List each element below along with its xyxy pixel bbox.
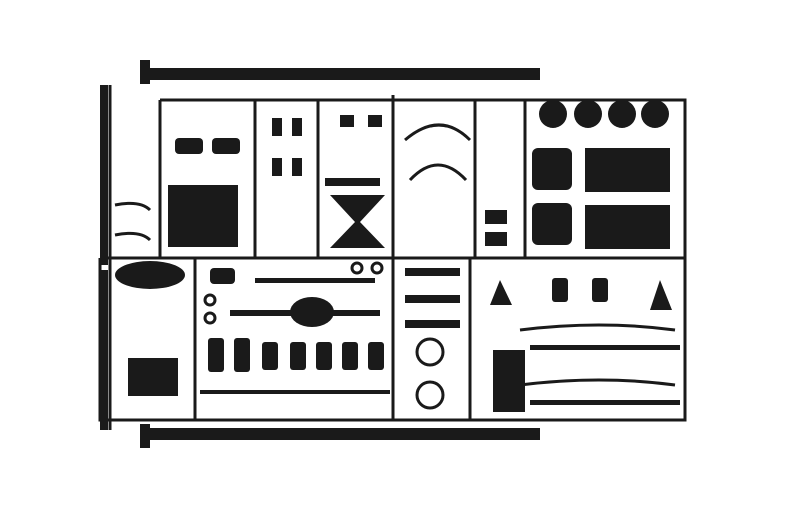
- parts: [115, 100, 680, 412]
- bottom-rail: [140, 428, 540, 440]
- wheel-part: [641, 100, 669, 128]
- ring-parts: [114, 123, 676, 410]
- hub-ring: [415, 380, 445, 410]
- wheel-part: [608, 100, 636, 128]
- hub-ring: [415, 337, 445, 367]
- sprue-frame: [98, 85, 687, 430]
- wheel-part: [574, 100, 602, 128]
- chassis-rails: [100, 60, 540, 448]
- top-rail: [140, 68, 540, 80]
- wheel-part: [539, 100, 567, 128]
